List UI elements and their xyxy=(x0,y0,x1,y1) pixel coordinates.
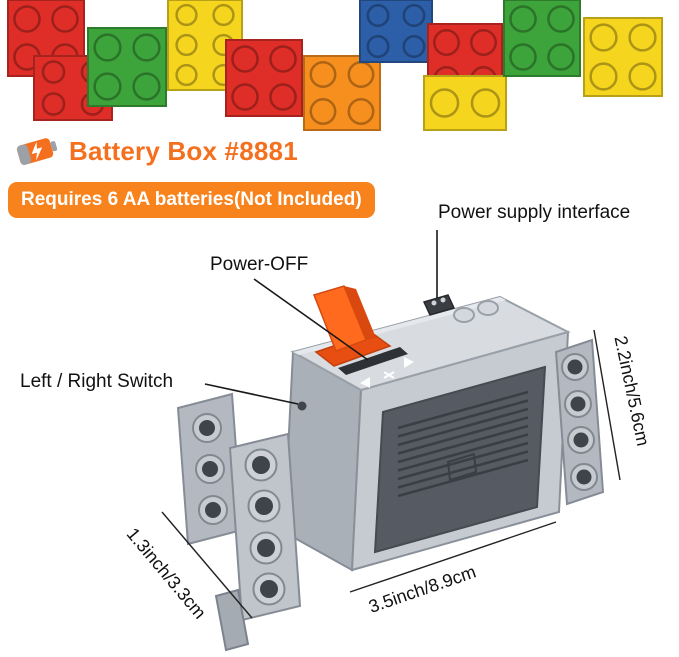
battery-box-body xyxy=(282,295,571,572)
title-row: Battery Box #8881 xyxy=(14,130,298,172)
dimension-length-label: 3.5inch/8.9cm xyxy=(366,561,479,617)
lego-brick xyxy=(359,0,433,63)
dimension-lines xyxy=(161,329,621,619)
callout-line-left-right xyxy=(204,383,299,405)
lego-brick xyxy=(87,27,167,107)
battery-cover xyxy=(373,365,547,554)
label-power-supply-interface: Power supply interface xyxy=(438,202,631,223)
axle-pin xyxy=(214,588,250,652)
power-switch xyxy=(313,285,414,388)
lego-brick xyxy=(7,0,85,77)
dimension-height-label: 2.2inch/5.6cm xyxy=(610,334,654,448)
label-power-off: Power-OFF xyxy=(210,254,309,275)
technic-connector-front-left xyxy=(214,432,302,652)
lego-brick xyxy=(583,17,663,97)
lego-brick xyxy=(423,75,507,131)
switch-slot xyxy=(338,347,408,375)
battery-icon xyxy=(16,138,58,165)
technic-connector-back-left xyxy=(176,392,244,546)
power-port xyxy=(422,294,499,323)
lego-bricks-decoration xyxy=(7,0,663,131)
switch-markings xyxy=(360,357,414,388)
lego-brick xyxy=(225,39,303,117)
top-stud xyxy=(477,300,499,316)
top-stud xyxy=(453,307,475,323)
dimension-depth-label: 1.3inch/3.3cm xyxy=(122,524,211,623)
lego-brick xyxy=(503,0,581,77)
vent-slots xyxy=(397,390,529,498)
label-left-right-switch: Left / Right Switch xyxy=(20,371,174,392)
page-title: Battery Box #8881 xyxy=(69,135,298,166)
technic-connector-right xyxy=(554,338,605,506)
cover-notch xyxy=(446,452,478,482)
requirement-banner: Requires 6 AA batteries(Not Included) xyxy=(8,182,375,218)
lego-brick xyxy=(303,55,381,131)
side-pin-hole xyxy=(297,401,307,411)
callout-line-power-off xyxy=(253,278,369,361)
